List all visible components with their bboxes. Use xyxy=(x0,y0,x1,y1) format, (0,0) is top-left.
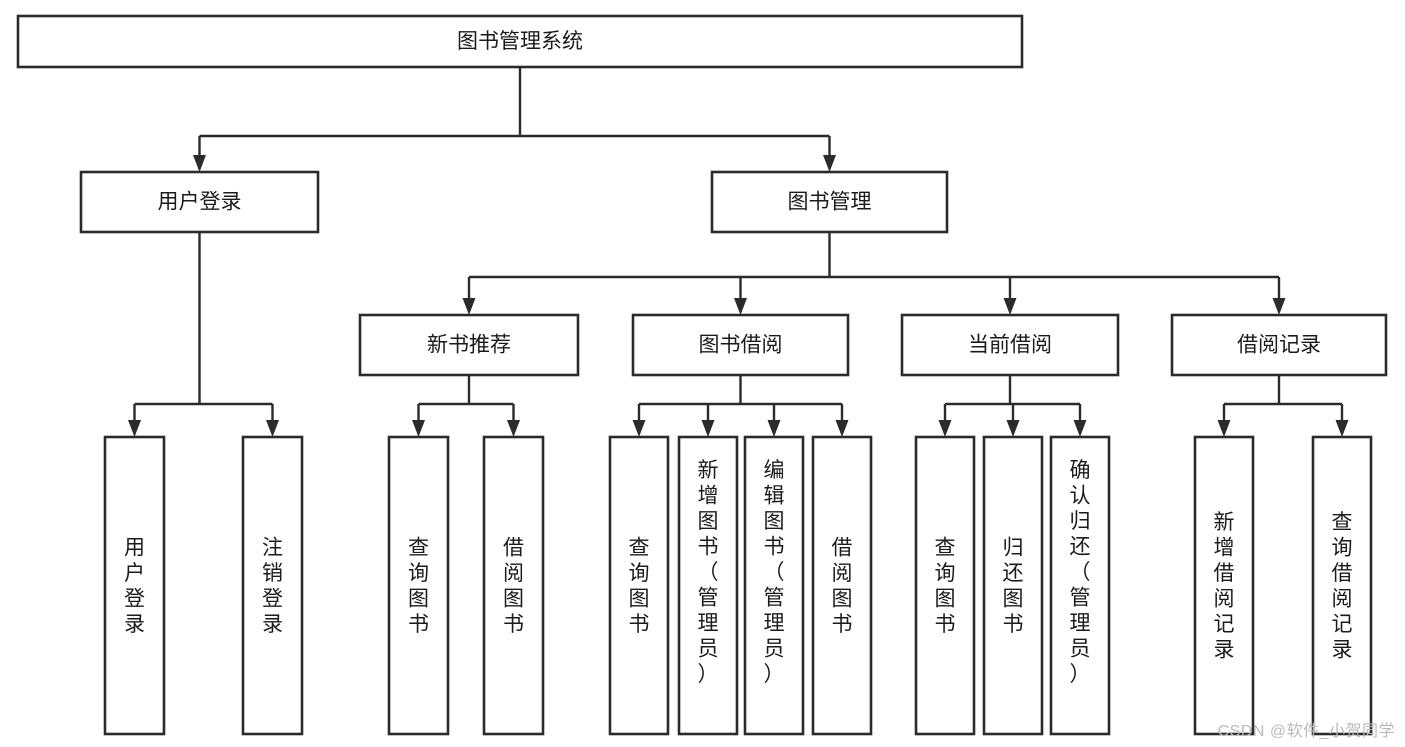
node-borrow-record[interactable]: 借阅记录 xyxy=(1170,313,1388,377)
node-box xyxy=(982,435,1044,736)
node-box xyxy=(387,435,450,736)
edge-arrowhead xyxy=(1217,420,1231,437)
node-book-mgmt[interactable]: 图书管理 xyxy=(710,170,949,234)
node-label: 新增借阅记录 xyxy=(1214,511,1235,662)
node-leaf-add-book[interactable]: 新增图书（管理员） xyxy=(677,435,739,736)
node-leaf-query-book-2[interactable]: 查询图书 xyxy=(608,435,670,736)
node-label: 查询借阅记录 xyxy=(1332,511,1353,662)
node-box xyxy=(1170,313,1388,377)
node-label: 编辑图书（管理员） xyxy=(764,459,785,686)
edge-arrowhead xyxy=(1003,298,1017,315)
edge-arrowhead xyxy=(1335,420,1349,437)
node-box xyxy=(241,435,304,736)
node-box xyxy=(608,435,670,736)
node-label: 查询图书 xyxy=(629,536,650,636)
edge-arrowhead xyxy=(835,420,849,437)
node-label: 用户登录 xyxy=(124,536,145,636)
node-new-book-rec[interactable]: 新书推荐 xyxy=(358,313,580,377)
node-user-login[interactable]: 用户登录 xyxy=(79,170,320,234)
node-layer: 图书管理系统用户登录图书管理新书推荐图书借阅当前借阅借阅记录用户登录注销登录查询… xyxy=(16,14,1388,736)
node-label: 借阅图书 xyxy=(503,536,524,636)
edge-arrowhead xyxy=(1073,420,1087,437)
node-book-borrow[interactable]: 图书借阅 xyxy=(631,313,850,377)
node-box xyxy=(710,170,949,234)
node-label: 新增图书（管理员） xyxy=(698,459,719,686)
node-label: 用户登录 xyxy=(158,191,242,214)
edge-arrowhead xyxy=(128,420,141,437)
node-label: 注销登录 xyxy=(262,536,283,636)
node-box xyxy=(914,435,976,736)
node-label: 借阅图书 xyxy=(832,536,853,636)
node-label: 查询图书 xyxy=(408,536,429,636)
node-label: 新书推荐 xyxy=(427,334,511,357)
node-label: 图书管理系统 xyxy=(457,30,583,53)
node-label: 归还图书 xyxy=(1003,536,1024,636)
node-box xyxy=(358,313,580,377)
edge-arrowhead xyxy=(193,155,206,172)
node-label: 借阅记录 xyxy=(1237,334,1321,357)
edge-arrowhead xyxy=(266,420,279,437)
node-box xyxy=(482,435,545,736)
edge-arrowhead xyxy=(462,298,476,315)
node-box xyxy=(103,435,166,736)
node-label: 图书借阅 xyxy=(699,334,783,357)
node-box xyxy=(1311,435,1373,736)
node-box xyxy=(1193,435,1255,736)
node-box xyxy=(631,313,850,377)
node-leaf-query-book-1[interactable]: 查询图书 xyxy=(387,435,450,736)
edge-arrowhead xyxy=(1272,298,1286,315)
edge-arrowhead xyxy=(938,420,952,437)
edge-arrowhead xyxy=(412,420,425,437)
edge-layer xyxy=(128,67,1349,437)
node-label: 查询图书 xyxy=(935,536,956,636)
node-current-borrow[interactable]: 当前借阅 xyxy=(900,313,1120,377)
edge-arrowhead xyxy=(701,420,715,437)
node-leaf-query-book-3[interactable]: 查询图书 xyxy=(914,435,976,736)
node-box xyxy=(743,435,805,736)
edge-arrowhead xyxy=(767,420,781,437)
node-box xyxy=(900,313,1120,377)
node-label: 图书管理 xyxy=(788,191,872,214)
node-leaf-borrow-book-2[interactable]: 借阅图书 xyxy=(811,435,873,736)
node-leaf-add-record[interactable]: 新增借阅记录 xyxy=(1193,435,1255,736)
edge-arrowhead xyxy=(507,420,520,437)
node-box xyxy=(16,14,1024,69)
node-box xyxy=(677,435,739,736)
node-leaf-borrow-book-1[interactable]: 借阅图书 xyxy=(482,435,545,736)
node-label: 确认归还（管理员） xyxy=(1070,459,1091,686)
edge-arrowhead xyxy=(823,155,836,172)
edge-arrowhead xyxy=(1006,420,1020,437)
node-leaf-query-record[interactable]: 查询借阅记录 xyxy=(1311,435,1373,736)
node-leaf-edit-book[interactable]: 编辑图书（管理员） xyxy=(743,435,805,736)
node-box xyxy=(811,435,873,736)
node-leaf-logout[interactable]: 注销登录 xyxy=(241,435,304,736)
node-box xyxy=(79,170,320,234)
edge-arrowhead xyxy=(734,298,747,315)
node-label: 当前借阅 xyxy=(968,334,1052,357)
node-leaf-return-book[interactable]: 归还图书 xyxy=(982,435,1044,736)
edge-arrowhead xyxy=(632,420,646,437)
node-root[interactable]: 图书管理系统 xyxy=(16,14,1024,69)
node-leaf-user-login[interactable]: 用户登录 xyxy=(103,435,166,736)
node-leaf-confirm-return[interactable]: 确认归还（管理员） xyxy=(1049,435,1111,736)
node-box xyxy=(1049,435,1111,736)
